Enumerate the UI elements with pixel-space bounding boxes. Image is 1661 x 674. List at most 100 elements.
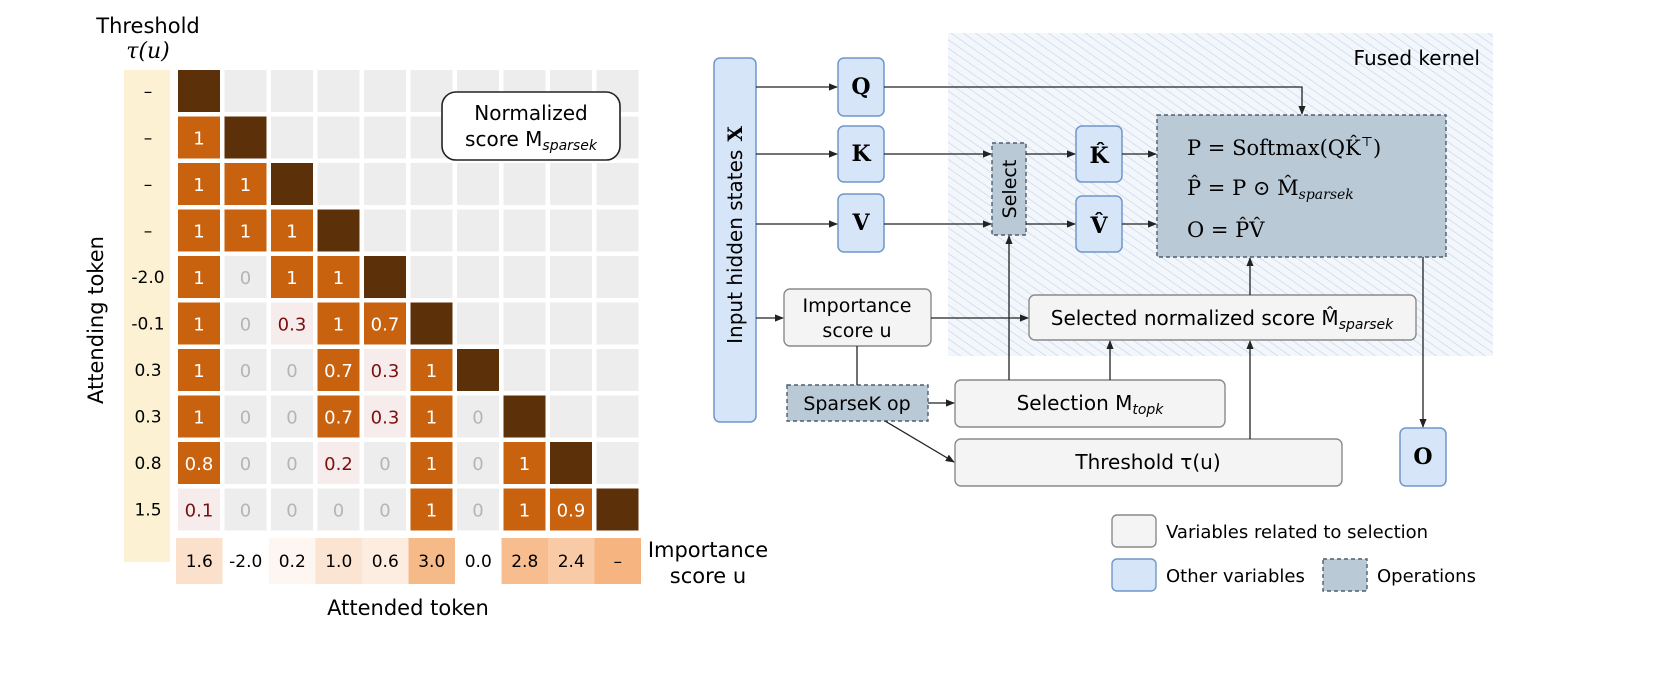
importance-value-4: 0.6	[372, 552, 399, 572]
threshold-value-0: –	[144, 82, 153, 102]
selection-label: Selection M	[1017, 391, 1133, 415]
importance-box-line1: Importance	[803, 295, 912, 317]
legend-swatch-other	[1111, 558, 1157, 592]
matrix-cell-0-0	[178, 70, 220, 112]
matrix-cell-3-1	[224, 209, 267, 252]
matrix-cell-9-7	[503, 488, 546, 531]
matrix-cell-6-7	[503, 349, 546, 391]
matrix-cell-3-9	[596, 209, 639, 252]
matrix-value-8-6: 0	[472, 454, 483, 475]
svg-text:P = Softmax(QK̂⊤): P = Softmax(QK̂⊤)	[1187, 135, 1381, 160]
matrix-cell-9-9	[596, 488, 639, 531]
legend-swatch-selection	[1111, 514, 1157, 548]
importance-cell-2	[269, 538, 316, 584]
matrix-cell-2-1	[224, 163, 267, 205]
matrix-cell-7-8	[550, 395, 592, 438]
matrix-value-8-4: 0	[379, 454, 390, 475]
matrix-value-7-0: 1	[193, 408, 204, 429]
matrix-cell-7-0	[178, 395, 220, 438]
svg-text:score Msparsek: score Msparsek	[465, 127, 598, 154]
matrix-cell-4-2	[271, 256, 313, 298]
importance-value-5: 3.0	[418, 552, 445, 572]
matrix-cell-2-6	[457, 163, 499, 205]
legend-swatch-operations	[1322, 558, 1368, 592]
matrix-cell-1-1	[224, 116, 267, 159]
svg-text:Q: Q	[851, 74, 870, 100]
importance-cell-9	[594, 538, 641, 584]
matrix-cell-6-6	[457, 349, 499, 391]
threshold-value-7: 0.3	[134, 408, 161, 428]
importance-cell-3	[315, 538, 362, 584]
selected-score-label: Selected normalized score M̂	[1051, 306, 1339, 330]
matrix-value-9-4: 0	[379, 501, 390, 522]
matrix-cell-9-0	[178, 488, 220, 531]
svg-text:O: O	[1413, 444, 1432, 470]
input-label: Input hidden states	[723, 150, 747, 344]
matrix-cell-8-7	[503, 442, 546, 484]
matrix-value-5-0: 1	[193, 315, 204, 336]
matrix-value-9-3: 0	[333, 501, 344, 522]
matrix-cell-7-4	[364, 395, 406, 438]
matrix-value-5-4: 0.7	[371, 315, 400, 336]
matrix-cell-6-3	[317, 349, 360, 391]
equation-1-sup: ⊤	[1361, 135, 1373, 150]
matrix-cell-2-7	[503, 163, 546, 205]
matrix-cell-7-9	[596, 395, 639, 438]
callout-line2: score M	[465, 127, 542, 151]
matrix-cell-6-2	[271, 349, 313, 391]
importance-cell-7	[501, 538, 548, 584]
matrix-cell-6-8	[550, 349, 592, 391]
matrix-cell-4-4	[364, 256, 406, 298]
vhat-box: V̂	[1075, 195, 1123, 253]
importance-axis-label-line1: Importance	[648, 538, 768, 562]
matrix-cell-2-2	[271, 163, 313, 205]
svg-text:Selection Mtopk: Selection Mtopk	[1017, 391, 1165, 418]
matrix-cell-2-0	[178, 163, 220, 205]
y-axis-label: Attending token	[84, 236, 108, 404]
matrix-cell-7-3	[317, 395, 360, 438]
connector-arrows	[756, 83, 1427, 463]
matrix-value-7-6: 0	[472, 408, 483, 429]
importance-value-6: 0.0	[465, 552, 492, 572]
svg-text:K: K	[851, 141, 871, 167]
matrix-cell-4-8	[550, 256, 592, 298]
threshold-value-8: 0.8	[134, 454, 161, 474]
matrix-cell-3-8	[550, 209, 592, 252]
k-box: K	[837, 125, 885, 183]
threshold-box: Threshold τ(u)	[954, 438, 1343, 487]
matrix-cell-4-6	[457, 256, 499, 298]
matrix-value-7-5: 1	[426, 408, 437, 429]
importance-cell-0	[176, 538, 223, 584]
matrix-cell-9-2	[271, 488, 313, 531]
svg-text:SparseK op: SparseK op	[803, 393, 910, 415]
svg-text:K̂: K̂	[1089, 143, 1109, 169]
matrix-value-6-1: 0	[240, 361, 251, 382]
matrix-value-6-4: 0.3	[371, 361, 400, 382]
fused-kernel-label: Fused kernel	[1354, 46, 1480, 70]
selected-normalized-score-box: Selected normalized score M̂sparsek	[1028, 294, 1417, 341]
legend: Variables related to selection Other var…	[1111, 514, 1476, 592]
matrix-value-6-5: 1	[426, 361, 437, 382]
matrix-value-8-0: 0.8	[185, 454, 214, 475]
svg-text:V: V	[851, 210, 870, 236]
svg-text:Input hidden statesX: Input hidden statesX	[723, 126, 747, 344]
matrix-cell-3-3	[317, 209, 360, 252]
matrix-value-9-2: 0	[286, 501, 297, 522]
importance-value-1: -2.0	[229, 552, 262, 572]
matrix-value-3-2: 1	[286, 222, 297, 243]
matrix-cell-5-6	[457, 302, 499, 345]
matrix-value-9-8: 0.9	[557, 501, 586, 522]
matrix-value-4-3: 1	[333, 268, 344, 289]
importance-cell-8	[548, 538, 595, 584]
legend-other-label: Other variables	[1166, 566, 1305, 587]
importance-value-2: 0.2	[279, 552, 306, 572]
selected-score-sub: sparsek	[1339, 317, 1394, 333]
architecture-diagram: Fused kernel Input hidden statesX Q K V …	[713, 33, 1493, 487]
matrix-value-9-0: 0.1	[185, 501, 214, 522]
matrix-cell-5-8	[550, 302, 592, 345]
equation-1: P = Softmax(QK̂	[1187, 136, 1361, 160]
matrix-cell-3-0	[178, 209, 220, 252]
matrix-cell-3-6	[457, 209, 499, 252]
matrix-value-4-0: 1	[193, 268, 204, 289]
